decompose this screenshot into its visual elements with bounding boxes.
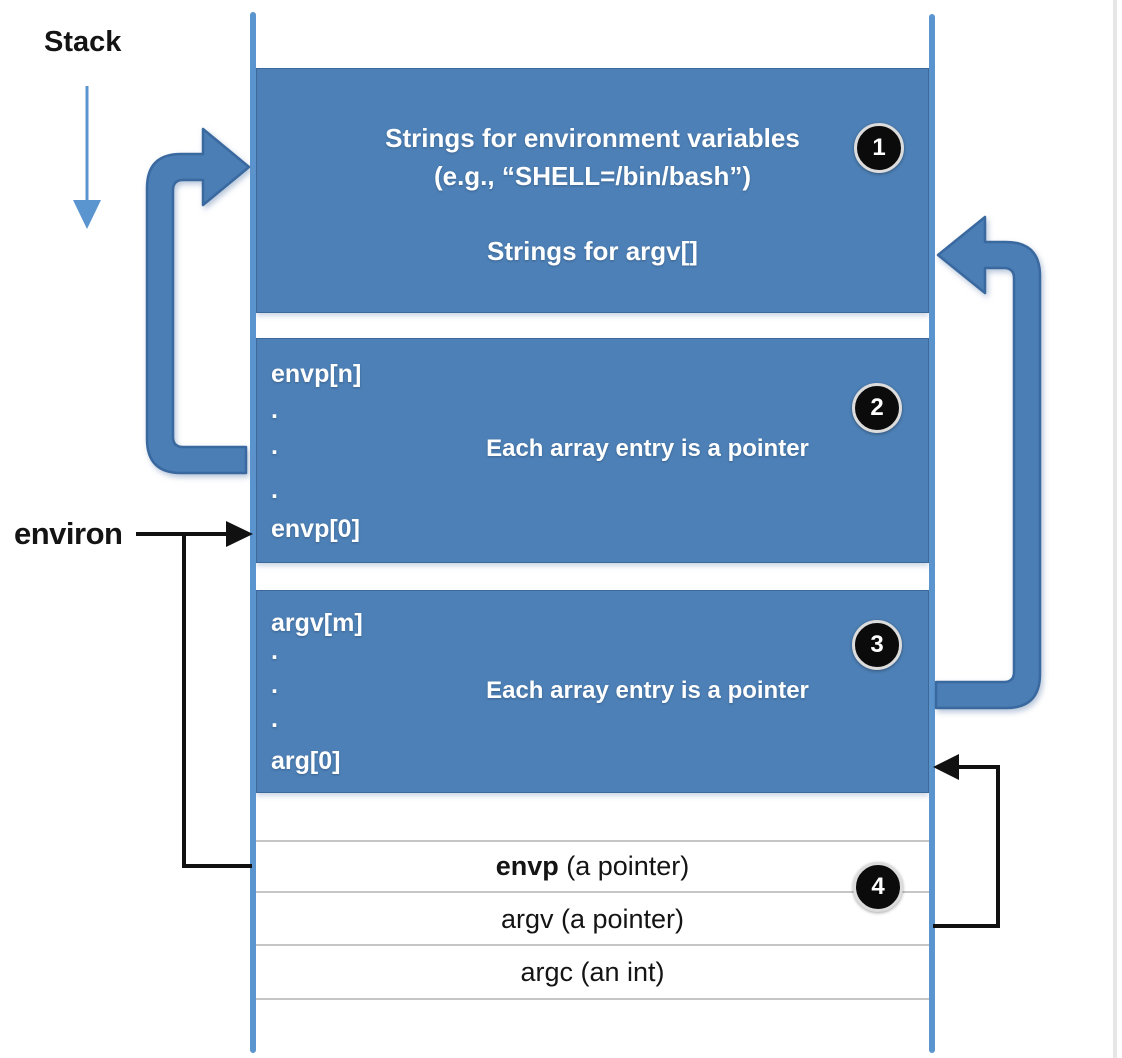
envp-pointer-row: envp (a pointer): [256, 848, 929, 884]
envp-pointer-row-name: envp: [495, 851, 559, 881]
environ-label: environ: [14, 516, 123, 551]
argv-array-region: argv[m] . . . arg[0] Each array entry is…: [256, 590, 929, 793]
argv-array-note: Each array entry is a pointer: [486, 677, 809, 704]
stack-direction-arrow-head: [73, 200, 101, 229]
envp-pointer-row-desc: (a pointer): [558, 851, 690, 881]
argv-to-arg0-arrow-head: [933, 754, 959, 780]
envp-0-label: envp[0]: [271, 515, 360, 543]
envp-array-region: envp[n] . . . envp[0] Each array entry i…: [256, 338, 929, 563]
ellipsis-dot: .: [271, 705, 278, 733]
frame-divider: [256, 998, 929, 1000]
stack-column-left-rail: [250, 12, 256, 1053]
environ-pointer-arrow-head: [226, 521, 253, 547]
argv-pointer-row: argv (a pointer): [256, 901, 929, 937]
argc-row: argc (an int): [256, 954, 929, 990]
argv-to-arg0-line: [933, 765, 1000, 928]
argv-pointer-row-desc: argv (a pointer): [500, 904, 685, 934]
environ-to-envp-row-line: [182, 534, 252, 868]
page-edge-line: [1113, 0, 1117, 1058]
badge-1: 1: [854, 123, 904, 173]
argc-row-desc: argc (an int): [520, 957, 665, 987]
argv-to-strings-arrow: [934, 215, 1042, 710]
argv-m-label: argv[m]: [271, 609, 363, 637]
strings-region-line3: Strings for argv[]: [487, 236, 698, 266]
frame-divider: [256, 891, 929, 893]
ellipsis-dot: .: [271, 476, 278, 504]
ellipsis-dot: .: [271, 396, 278, 424]
envp-n-label: envp[n]: [271, 360, 362, 388]
strings-region-line2: (e.g., “SHELL=/bin/bash”): [433, 161, 752, 191]
ellipsis-dot: .: [271, 671, 278, 699]
frame-divider: [256, 944, 929, 946]
envp-to-strings-arrow: [145, 127, 251, 475]
envp-array-note: Each array entry is a pointer: [486, 435, 809, 462]
stack-label: Stack: [44, 26, 122, 58]
badge-4: 4: [853, 862, 903, 912]
ellipsis-dot: .: [271, 432, 278, 460]
badge-3: 3: [852, 620, 902, 670]
ellipsis-dot: .: [271, 637, 278, 665]
badge-2: 2: [852, 383, 902, 433]
strings-region-line1: Strings for environment variables: [385, 123, 800, 153]
stack-column-right-rail: [929, 14, 935, 1053]
frame-divider: [256, 840, 929, 842]
arg-0-label: arg[0]: [271, 747, 341, 775]
strings-region: Strings for environment variables (e.g.,…: [256, 68, 929, 313]
